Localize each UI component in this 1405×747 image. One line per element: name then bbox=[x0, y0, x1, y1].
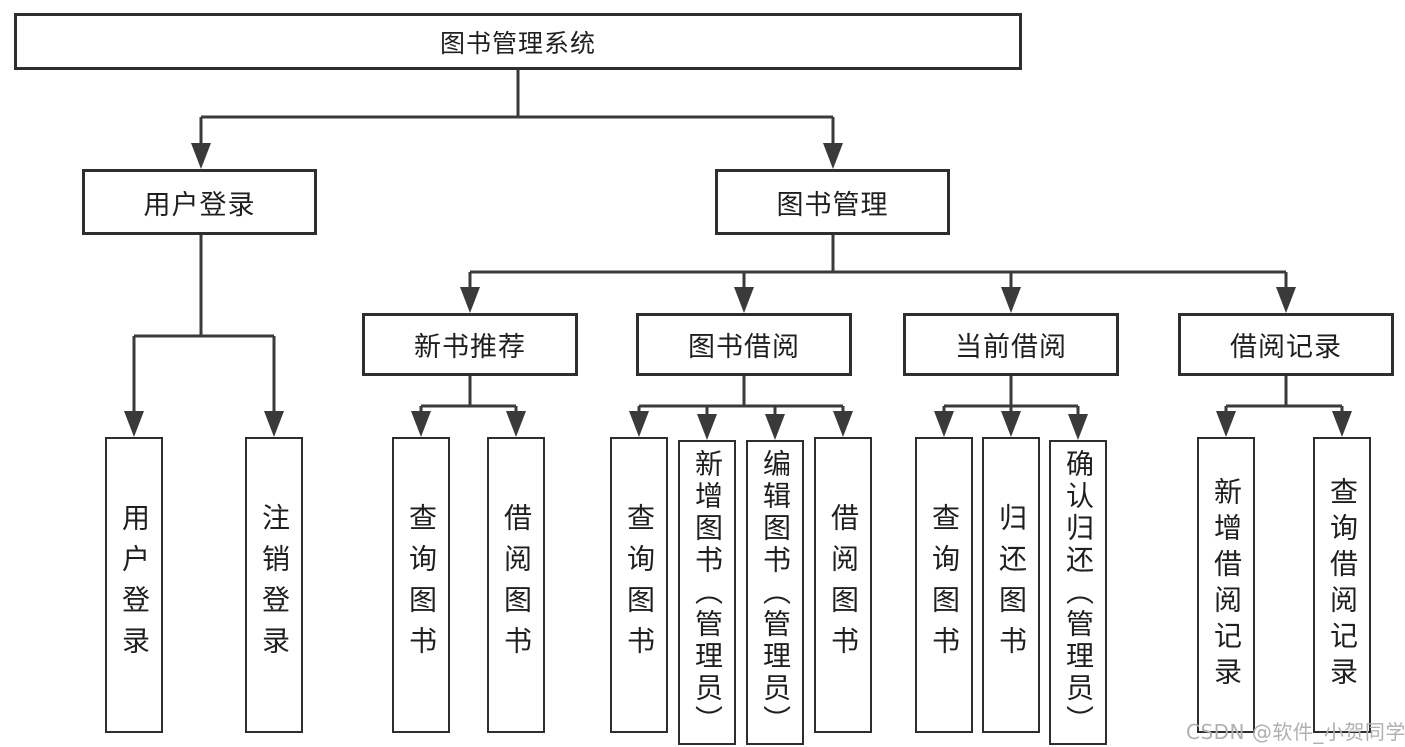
arrowheads bbox=[124, 143, 1352, 440]
leaf-user-login: 用户登录 bbox=[105, 437, 163, 733]
node-current-borrow: 当前借阅 bbox=[903, 313, 1119, 376]
connector-book-borrow-children bbox=[637, 376, 845, 417]
node-book-borrow: 图书借阅 bbox=[636, 313, 852, 376]
csdn-watermark: CSDN @软件_小贺同学 bbox=[1186, 720, 1405, 744]
connector-current-borrow-children bbox=[942, 376, 1080, 417]
leaf-record-query-borrow-record: 查询借阅记录 bbox=[1313, 437, 1371, 733]
leaf-record-add-borrow-record: 新增借阅记录 bbox=[1197, 437, 1255, 733]
leaf-recommend-query-book: 查询图书 bbox=[392, 437, 450, 733]
node-system-root: 图书管理系统 bbox=[14, 13, 1022, 70]
leaf-current-query-book: 查询图书 bbox=[915, 437, 973, 733]
node-new-book-recommend: 新书推荐 bbox=[362, 313, 578, 376]
connector-new-book-children bbox=[419, 376, 518, 414]
leaf-borrow-edit-book-admin: 编辑图书（管理员） bbox=[746, 440, 804, 745]
leaf-logout: 注销登录 bbox=[245, 437, 303, 733]
leaf-current-confirm-return-admin: 确认归还（管理员） bbox=[1049, 440, 1107, 745]
leaf-borrow-query-book: 查询图书 bbox=[610, 437, 668, 733]
connector-book-mgmt-children bbox=[468, 235, 1288, 290]
node-book-management-branch: 图书管理 bbox=[715, 169, 950, 235]
leaf-current-return-book: 归还图书 bbox=[982, 437, 1040, 733]
leaf-borrow-add-book-admin: 新增图书（管理员） bbox=[678, 440, 736, 745]
connector-root-to-level2 bbox=[199, 70, 835, 145]
connector-user-login-children bbox=[132, 235, 276, 414]
leaf-recommend-borrow-book: 借阅图书 bbox=[487, 437, 545, 733]
node-user-login-branch: 用户登录 bbox=[82, 169, 317, 235]
node-borrow-record: 借阅记录 bbox=[1178, 313, 1394, 376]
connector-borrow-record-children bbox=[1224, 376, 1344, 414]
leaf-borrow-borrow-book: 借阅图书 bbox=[814, 437, 872, 733]
